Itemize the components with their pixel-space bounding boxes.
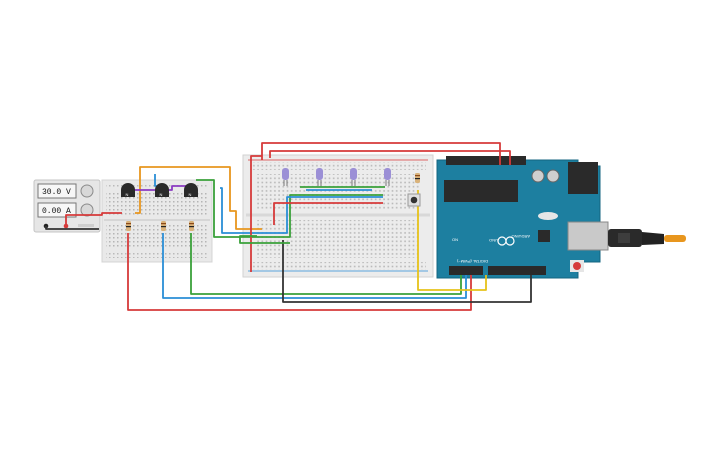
wire-green-bridge[interactable]: [239, 235, 290, 244]
brand-label: ARDUINO: [512, 234, 530, 239]
wire-green-top[interactable]: [196, 179, 383, 238]
wire-red-rail[interactable]: [250, 155, 262, 272]
arduino-uno-board[interactable]: UNO ARDUINO ON DIGITAL (PWM~): [436, 156, 609, 279]
usb-cable[interactable]: [608, 229, 686, 247]
resistor-4[interactable]: [415, 173, 420, 183]
led-1[interactable]: [282, 168, 289, 186]
wire-red-top[interactable]: [261, 142, 501, 165]
wire-red-bottom[interactable]: [127, 233, 472, 311]
voltage-readout: 30.0 V: [42, 188, 71, 197]
wire-purple[interactable]: [134, 185, 190, 191]
usb-port[interactable]: [567, 221, 609, 251]
wire-red-inner[interactable]: [273, 202, 383, 225]
usb-chip: [538, 230, 550, 242]
digital-pins-label: DIGITAL (PWM~): [456, 259, 488, 264]
resistor-3[interactable]: [189, 221, 194, 231]
led-4[interactable]: [384, 168, 391, 186]
power-supply[interactable]: 30.0 V 0.00 A: [33, 179, 101, 233]
wire-blue-top[interactable]: [220, 187, 383, 234]
on-led-label: ON: [452, 237, 458, 242]
resistor-1[interactable]: [126, 221, 131, 231]
analog-header[interactable]: [488, 266, 546, 275]
led-3[interactable]: [350, 168, 357, 186]
board-model-label: UNO: [489, 238, 498, 243]
led-2[interactable]: [316, 168, 323, 186]
resistor-2[interactable]: [161, 221, 166, 231]
transistor-2[interactable]: N: [155, 183, 169, 197]
crystal-oscillator: [538, 212, 558, 220]
transistor-label: N: [160, 192, 163, 197]
transistor-label: N: [126, 192, 129, 197]
power-header[interactable]: [449, 266, 483, 275]
transistor-3[interactable]: N: [184, 183, 198, 197]
pushbutton[interactable]: [407, 193, 421, 207]
voltage-display: [37, 183, 77, 199]
reset-button[interactable]: [573, 262, 581, 270]
voltage-knob[interactable]: [80, 184, 94, 198]
wire-orange[interactable]: [135, 166, 262, 230]
current-readout: 0.00 A: [42, 207, 71, 216]
arduino-logo: [497, 236, 515, 246]
power-switch[interactable]: [78, 224, 94, 227]
dc-power-jack[interactable]: [568, 162, 598, 194]
wire-yellow[interactable]: [417, 190, 487, 291]
wire-green-bottom[interactable]: [190, 233, 462, 295]
wire-red-supply[interactable]: [65, 212, 122, 226]
wire-red-top-2[interactable]: [269, 150, 511, 165]
wire-blue-bottom[interactable]: [162, 233, 467, 299]
capacitor: [546, 169, 560, 183]
wires: [45, 142, 532, 311]
current-knob[interactable]: [80, 203, 94, 217]
main-breadboard[interactable]: [242, 154, 434, 278]
transistor-label: N: [189, 192, 192, 197]
wire-black-bottom[interactable]: [282, 240, 532, 303]
wire-black-supply[interactable]: [45, 226, 99, 230]
digital-header[interactable]: [446, 156, 526, 165]
transistor-1[interactable]: N: [121, 183, 135, 197]
capacitor: [531, 169, 545, 183]
current-display: [37, 202, 77, 218]
microcontroller-chip: [444, 180, 518, 202]
